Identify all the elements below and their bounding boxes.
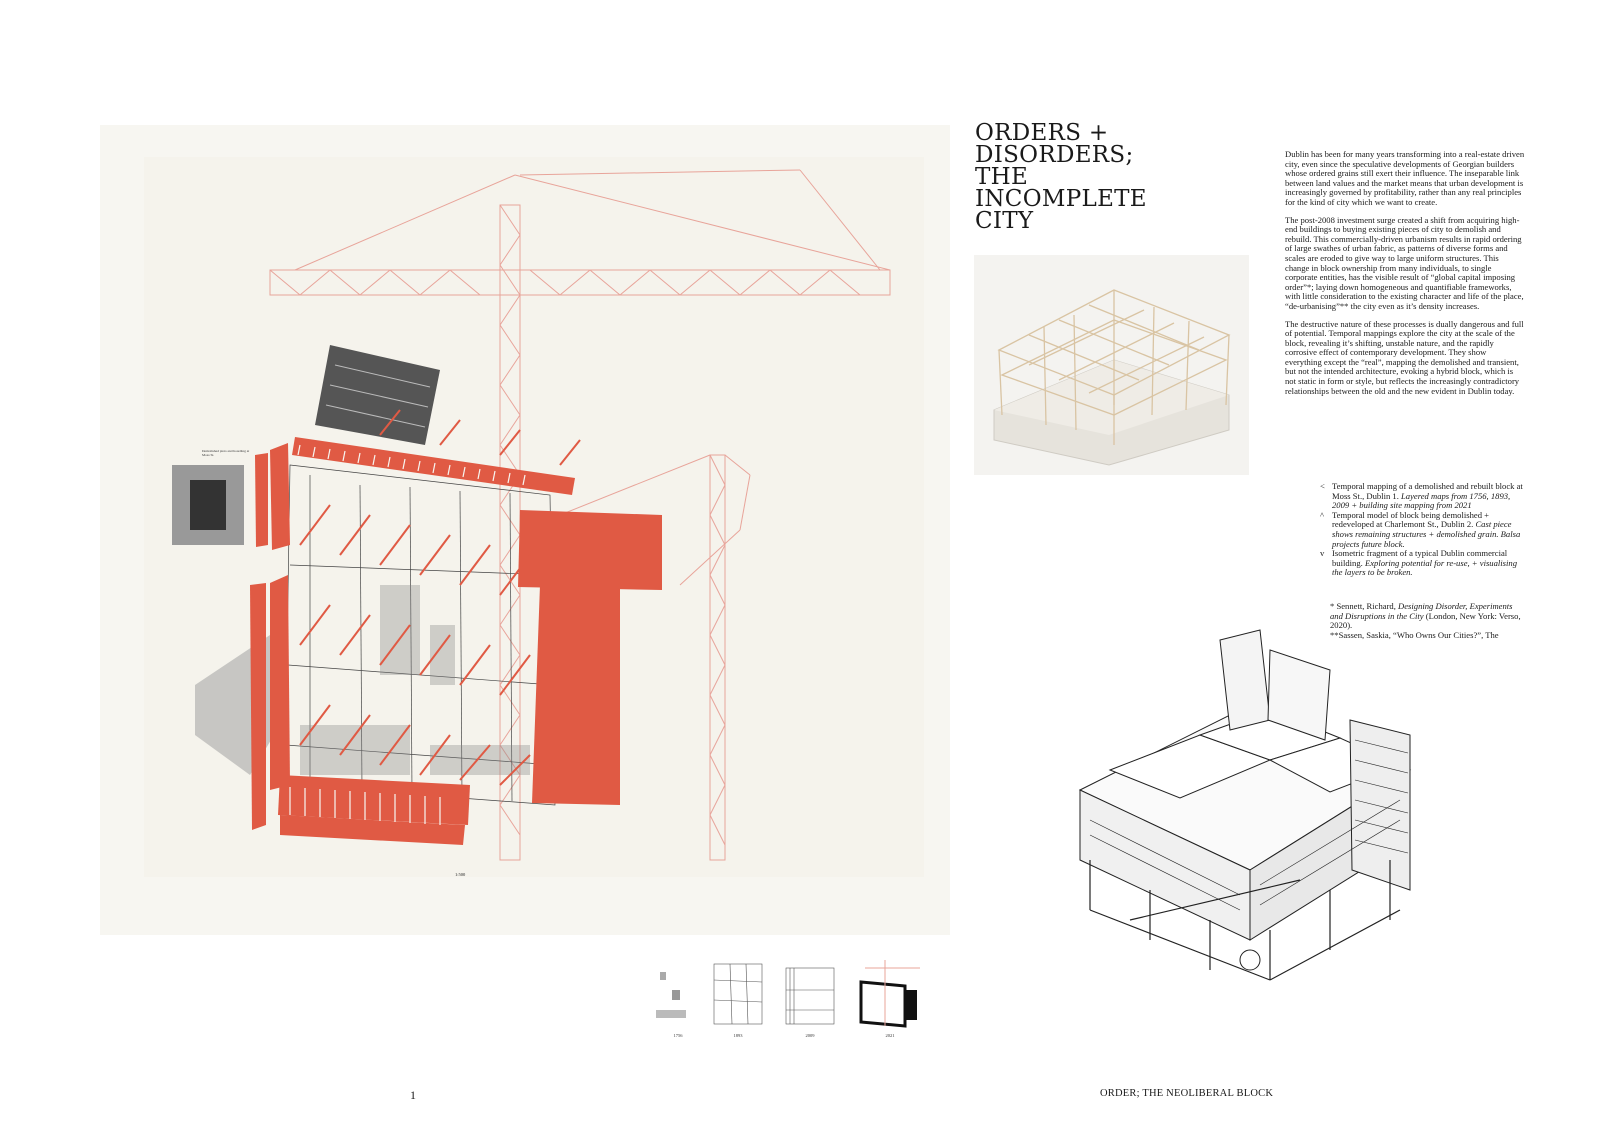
thumbnail-map: 1893 bbox=[710, 960, 766, 1038]
page-number: 1 bbox=[410, 1088, 416, 1102]
scale-label: 1:500 bbox=[455, 872, 466, 877]
title-line: ORDERS + bbox=[975, 120, 1109, 146]
thumbnail-map: 2021 bbox=[855, 960, 925, 1038]
drawing-svg bbox=[144, 157, 924, 877]
isometric-fragment-drawing bbox=[1070, 620, 1450, 995]
caption-marker: ^ bbox=[1320, 509, 1325, 520]
thumbnail-year: 2021 bbox=[885, 1033, 895, 1038]
hoarding-bands bbox=[250, 437, 662, 845]
body-text: Dublin has been for many years transform… bbox=[1285, 149, 1525, 404]
thumbnail-year: 2009 bbox=[805, 1033, 815, 1038]
caption-marker: v bbox=[1320, 548, 1325, 559]
title-line: INCOMPLETE bbox=[975, 186, 1147, 212]
thumbnail-year: 1893 bbox=[733, 1033, 743, 1038]
title-line: CITY bbox=[975, 208, 1034, 234]
footer-title: ORDER; THE NEOLIBERAL BLOCK bbox=[1100, 1088, 1274, 1099]
inset-note: Demolished plots and hoarding at Moss St… bbox=[202, 449, 250, 457]
crane-lines bbox=[269, 169, 891, 861]
temporal-mapping-drawing: Demolished plots and hoarding at Moss St… bbox=[100, 125, 950, 935]
reference-item: **Sassen, Saskia, “Who Owns Our Cities?”… bbox=[1330, 629, 1499, 640]
thumbnail-map: 1756 bbox=[650, 960, 706, 1038]
caption-marker: < bbox=[1320, 481, 1325, 491]
caption-item: < Temporal mapping of a demolished and r… bbox=[1320, 481, 1523, 511]
body-paragraph: The destructive nature of these processe… bbox=[1285, 318, 1524, 396]
title-line: THE bbox=[975, 164, 1029, 190]
model-photo bbox=[974, 255, 1249, 475]
figure-captions: < Temporal mapping of a demolished and r… bbox=[1320, 481, 1525, 578]
thumbnail-map: 2009 bbox=[782, 960, 838, 1038]
reference-item: * Sennett, Richard, Designing Disorder, … bbox=[1330, 601, 1521, 631]
page-title: ORDERS + DISORDERS; THE INCOMPLETE CITY bbox=[975, 120, 1215, 234]
references: * Sennett, Richard, Designing Disorder, … bbox=[1330, 601, 1525, 640]
body-paragraph: The post-2008 investment surge created a… bbox=[1285, 214, 1524, 311]
body-paragraph: Dublin has been for many years transform… bbox=[1285, 149, 1525, 207]
thumbnail-year: 1756 bbox=[673, 1033, 683, 1038]
diagonal-hatching bbox=[299, 409, 581, 786]
title-line: DISORDERS; bbox=[975, 142, 1134, 168]
caption-item: v Isometric fragment of a typical Dublin… bbox=[1320, 548, 1517, 578]
caption-item: ^ Temporal model of block being demolish… bbox=[1320, 509, 1521, 549]
